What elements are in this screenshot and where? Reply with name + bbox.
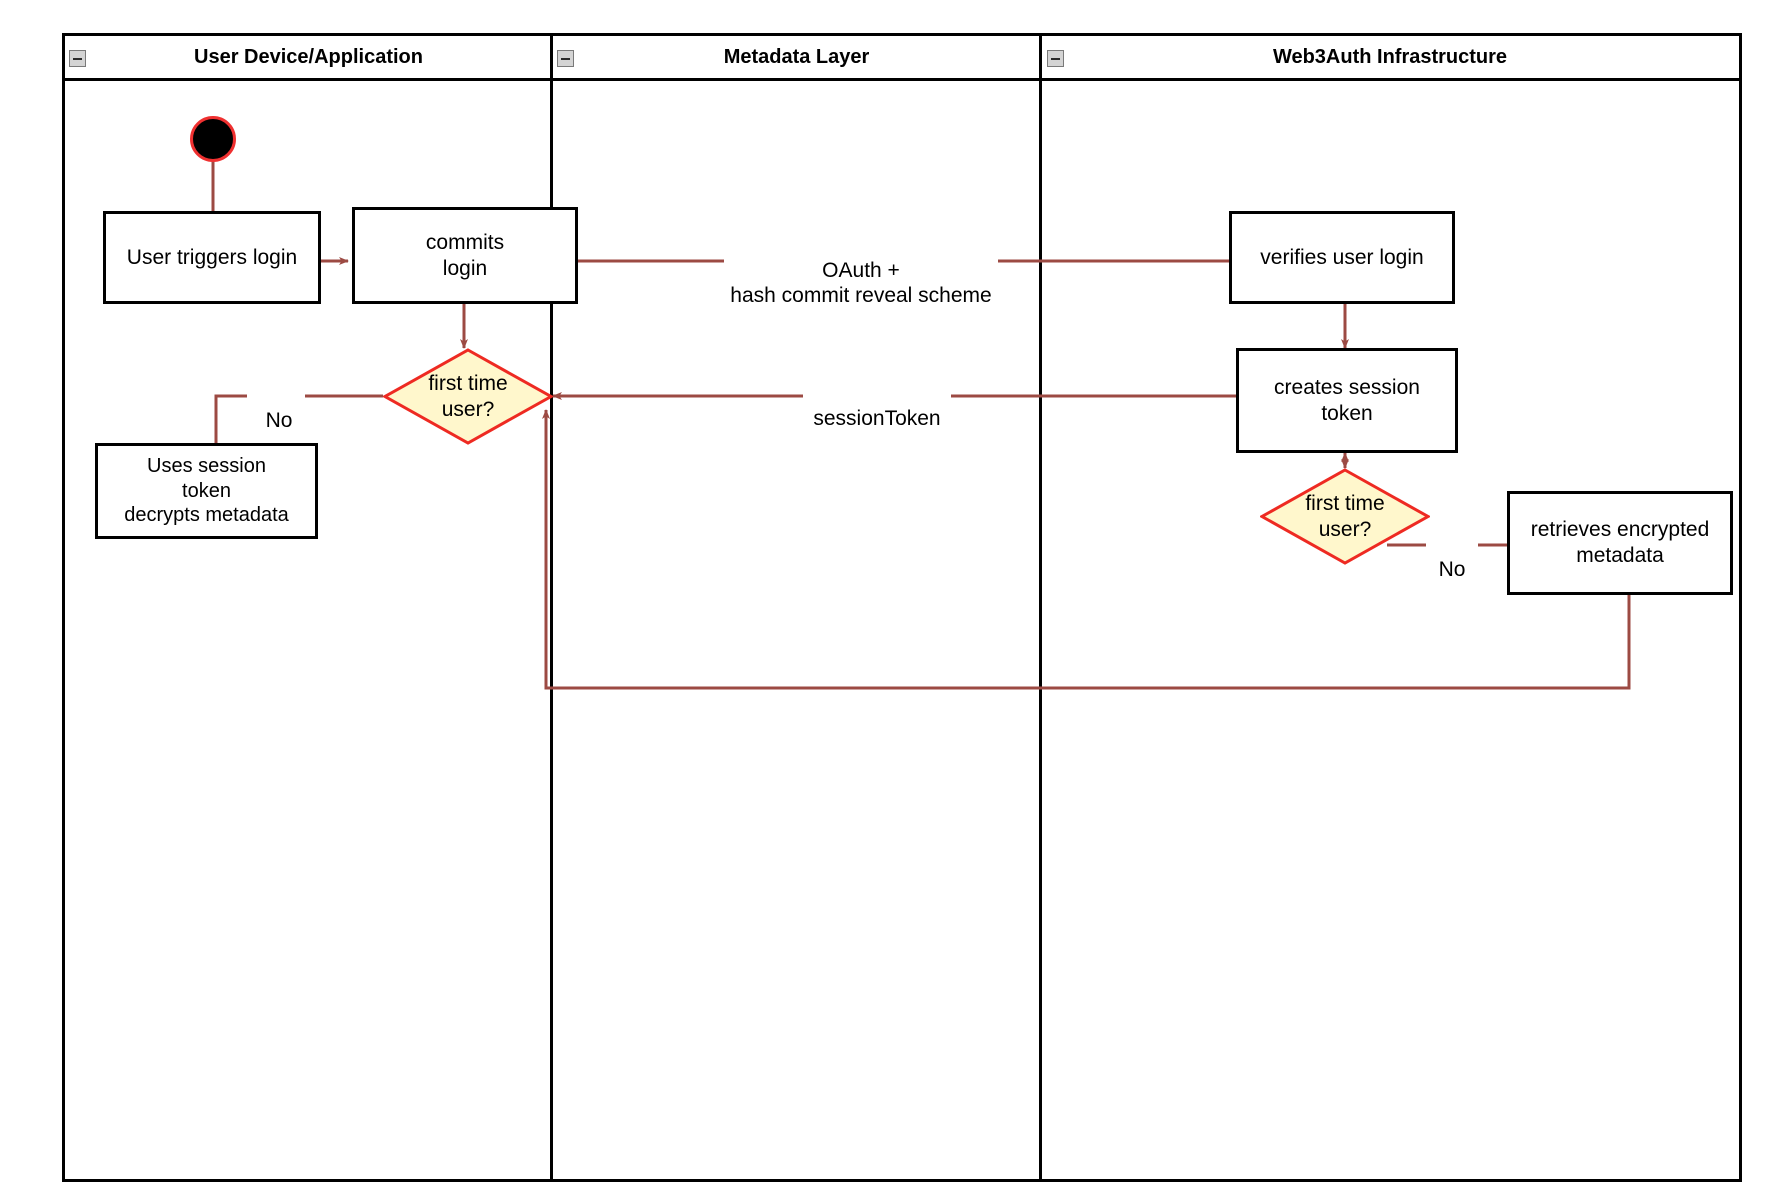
lane-title-user-device: User Device/Application — [194, 45, 423, 68]
node-uses-session-token[interactable]: Uses session token decrypts metadata — [95, 443, 318, 539]
lane-divider-1 — [550, 33, 553, 1182]
lane-title-metadata: Metadata Layer — [723, 45, 870, 68]
collapse-minus-icon-metadata[interactable] — [557, 50, 574, 67]
start-node[interactable] — [190, 116, 236, 162]
edge-label-text: OAuth + hash commit reveal scheme — [730, 258, 992, 308]
edge-no-to-uses-session-token — [214, 394, 247, 443]
lane-header-web3auth[interactable]: Web3Auth Infrastructure — [1041, 36, 1739, 81]
edge-retrieves-return-to-decision-left — [542, 409, 1631, 690]
node-user-triggers-login[interactable]: User triggers login — [103, 211, 321, 304]
lane-header-user-device[interactable]: User Device/Application — [65, 36, 552, 81]
edge-label-no-right: No — [1426, 531, 1478, 583]
edge-label-text: sessionToken — [813, 406, 941, 430]
edge-label-text: No — [265, 408, 293, 432]
node-label: commits login — [425, 230, 505, 280]
lane-divider-2 — [1039, 33, 1042, 1182]
lane-title-web3auth: Web3Auth Infrastructure — [1272, 45, 1508, 68]
swimlane-frame — [62, 33, 1742, 1182]
lane-header-metadata[interactable]: Metadata Layer — [552, 36, 1041, 81]
node-label: creates session token — [1274, 375, 1420, 425]
node-label: User triggers login — [126, 245, 298, 269]
edge-label-session-token: sessionToken — [803, 380, 951, 432]
node-label: Uses session token decrypts metadata — [124, 455, 289, 527]
collapse-minus-icon-user-device[interactable] — [69, 50, 86, 67]
node-retrieves-encrypted-metadata[interactable]: retrieves encrypted metadata — [1507, 491, 1733, 595]
node-verifies-user-login[interactable]: verifies user login — [1229, 211, 1455, 304]
node-creates-session-token[interactable]: creates session token — [1236, 348, 1458, 453]
node-label: verifies user login — [1260, 245, 1424, 269]
node-label: retrieves encrypted metadata — [1530, 518, 1710, 567]
node-commits-login[interactable]: commits login — [352, 207, 578, 304]
edge-label-oauth: OAuth + hash commit reveal scheme — [724, 232, 998, 309]
edge-label-no-left: No — [253, 382, 305, 434]
collapse-minus-icon-web3auth[interactable] — [1047, 50, 1064, 67]
edge-label-text: No — [1438, 557, 1466, 581]
